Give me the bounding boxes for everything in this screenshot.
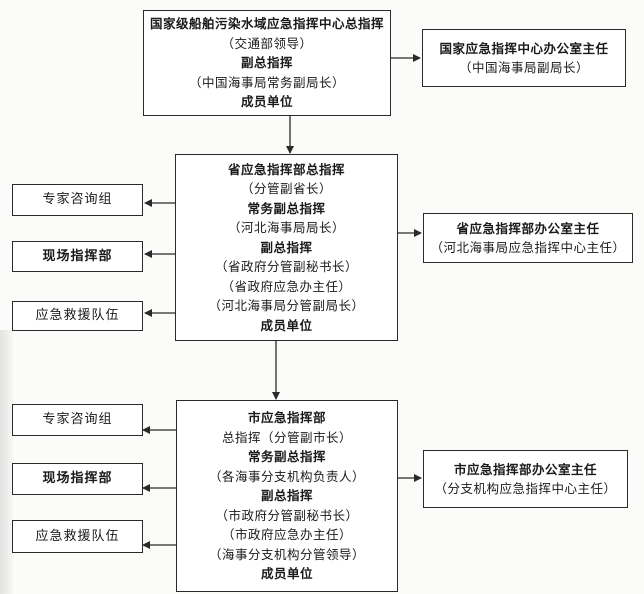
provincial-office-title: 省应急指挥部办公室主任 bbox=[456, 221, 600, 236]
provincial-deputy-note-2: （省政府应急办主任） bbox=[221, 278, 352, 294]
provincial-executive-deputy-title: 常务副总指挥 bbox=[247, 200, 326, 216]
municipal-office-box: 市应急指挥部办公室主任 （分支机构应急指挥中心主任） bbox=[423, 450, 628, 508]
national-command-title: 国家级船舶污染水域应急指挥中心总指挥 bbox=[149, 16, 384, 32]
municipal-office-title: 市应急指挥部办公室主任 bbox=[453, 462, 597, 477]
provincial-deputy-note-3: （河北海事局分管副局长） bbox=[208, 298, 365, 314]
municipal-rescue-team-box: 应急救援队伍 bbox=[12, 520, 143, 553]
municipal-office-note: （分支机构应急指挥中心主任） bbox=[434, 481, 617, 496]
municipal-expert-group-label: 专家咨询组 bbox=[42, 412, 113, 427]
national-office-box: 国家应急指挥中心办公室主任 （中国海事局副局长） bbox=[422, 29, 626, 87]
municipal-member-units: 成员单位 bbox=[260, 566, 313, 582]
provincial-rescue-team-label: 应急救援队伍 bbox=[35, 308, 120, 323]
provincial-command-title: 省应急指挥部总指挥 bbox=[227, 161, 345, 177]
provincial-expert-group-box: 专家咨询组 bbox=[12, 184, 143, 216]
municipal-deputy-note-2: （市政府应急办主任） bbox=[221, 527, 352, 543]
municipal-executive-deputy-title: 常务副总指挥 bbox=[247, 449, 326, 465]
municipal-executive-deputy-note: （各海事分支机构负责人） bbox=[208, 468, 365, 484]
provincial-command-box: 省应急指挥部总指挥 （分管副省长） 常务副总指挥 （河北海事局局长） 副总指挥 … bbox=[175, 154, 398, 341]
provincial-rescue-team-box: 应急救援队伍 bbox=[12, 301, 143, 331]
municipal-deputy-title: 副总指挥 bbox=[260, 488, 313, 504]
provincial-office-note: （河北海事局应急指挥中心主任） bbox=[430, 240, 626, 255]
national-office-title: 国家应急指挥中心办公室主任 bbox=[439, 41, 609, 56]
municipal-command-title: 市应急指挥部 bbox=[247, 410, 326, 426]
municipal-commander: 总指挥（分管副市长） bbox=[221, 429, 352, 445]
national-deputy-title: 副总指挥 bbox=[240, 55, 293, 71]
municipal-command-box: 市应急指挥部 总指挥（分管副市长） 常务副总指挥 （各海事分支机构负责人） 副总… bbox=[176, 400, 398, 592]
provincial-deputy-note-1: （省政府分管副秘书长） bbox=[214, 259, 358, 275]
provincial-field-command-label: 现场指挥部 bbox=[42, 248, 113, 264]
municipal-deputy-note-1: （市政府分管副秘书长） bbox=[215, 507, 359, 523]
provincial-office-box: 省应急指挥部办公室主任 （河北海事局应急指挥中心主任） bbox=[423, 213, 633, 263]
national-member-units: 成员单位 bbox=[240, 94, 293, 110]
municipal-rescue-team-label: 应急救援队伍 bbox=[35, 528, 120, 544]
national-office-note: （中国海事局副局长） bbox=[458, 60, 589, 75]
national-deputy-note: （中国海事局常务副局长） bbox=[188, 74, 345, 90]
municipal-field-command-box: 现场指挥部 bbox=[12, 463, 143, 495]
page-bleed-edge bbox=[0, 330, 14, 594]
provincial-deputy-title: 副总指挥 bbox=[260, 239, 313, 255]
national-command-box: 国家级船舶污染水域应急指挥中心总指挥 （交通部领导） 副总指挥 （中国海事局常务… bbox=[143, 10, 391, 116]
provincial-command-note: （分管副省长） bbox=[240, 181, 332, 197]
national-command-title-note: （交通部领导） bbox=[221, 35, 313, 51]
municipal-expert-group-box: 专家咨询组 bbox=[12, 404, 143, 436]
provincial-executive-deputy-note: （河北海事局局长） bbox=[227, 220, 345, 236]
provincial-expert-group-label: 专家咨询组 bbox=[42, 192, 113, 207]
municipal-field-command-label: 现场指挥部 bbox=[42, 471, 113, 486]
provincial-field-command-box: 现场指挥部 bbox=[12, 241, 143, 272]
municipal-deputy-note-3: （海事分支机构分管领导） bbox=[208, 546, 365, 562]
provincial-member-units: 成员单位 bbox=[260, 317, 313, 333]
